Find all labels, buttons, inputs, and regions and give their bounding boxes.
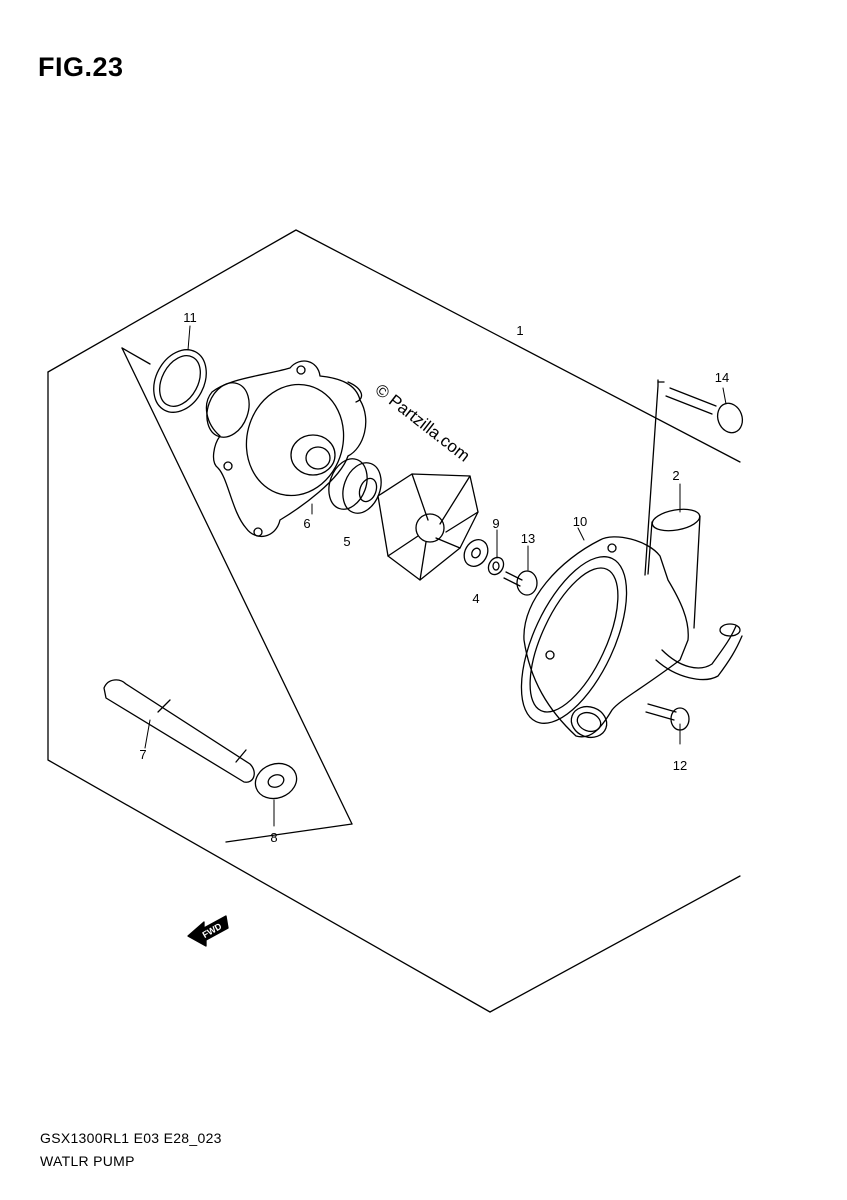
callout-8: 8 xyxy=(270,830,277,845)
assembly-boundary xyxy=(47,229,741,1013)
model-code-label: GSX1300RL1 E03 E28_023 xyxy=(40,1130,222,1146)
pump-cover-part xyxy=(205,360,367,538)
shaft-washer-part xyxy=(254,762,298,800)
bolt-part-12 xyxy=(645,703,690,731)
leader-lines xyxy=(144,325,727,827)
callout-12: 12 xyxy=(673,758,687,773)
pump-body-part xyxy=(520,508,743,739)
callout-13: 13 xyxy=(521,531,535,546)
o-ring-part xyxy=(153,349,207,413)
pump-shaft-part xyxy=(103,679,255,783)
callout-1: 1 xyxy=(516,323,523,338)
bolt-part-13 xyxy=(503,570,538,596)
callout-5: 5 xyxy=(343,534,350,549)
watermark-text: © Partzilla.com xyxy=(372,380,474,466)
callout-11: 11 xyxy=(183,310,197,325)
callout-4: 4 xyxy=(472,591,479,606)
figure-title: FIG.23 xyxy=(38,52,124,82)
callout-7: 7 xyxy=(139,747,146,762)
callout-2: 2 xyxy=(672,468,679,483)
callout-10: 10 xyxy=(573,514,587,529)
nut-part xyxy=(487,556,505,576)
callout-9: 9 xyxy=(492,516,499,531)
mechanical-seal-part xyxy=(328,458,382,514)
fwd-arrow-icon xyxy=(187,915,229,947)
washer-part xyxy=(463,539,489,567)
callout-14: 14 xyxy=(715,370,729,385)
part-name-label: WATLR PUMP xyxy=(40,1153,135,1169)
bolt-part-14 xyxy=(665,387,744,434)
callout-6: 6 xyxy=(303,516,310,531)
impeller-part xyxy=(377,473,479,581)
